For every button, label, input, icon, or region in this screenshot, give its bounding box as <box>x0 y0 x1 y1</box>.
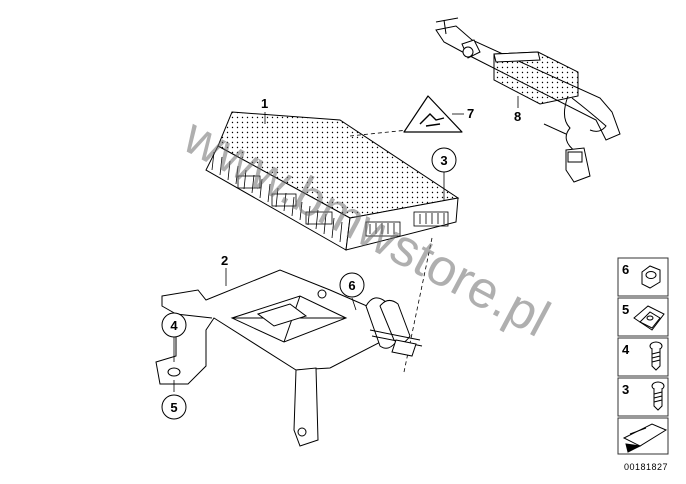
callouts <box>173 96 519 392</box>
callout-5: 5 <box>170 400 177 415</box>
callout-8: 8 <box>514 109 521 124</box>
mounting-bracket[interactable] <box>155 269 393 447</box>
legend-label-3: 3 <box>622 382 629 397</box>
legend-label-5: 5 <box>622 302 629 317</box>
callout-3: 3 <box>440 153 447 168</box>
arrow-plate-icon <box>622 423 668 453</box>
legend-label-4: 4 <box>622 342 630 357</box>
assembly-line <box>349 129 409 137</box>
callout-3-circle <box>431 147 457 173</box>
drawing-number: 00181827 <box>624 462 668 472</box>
cable-clip[interactable] <box>365 297 423 357</box>
callout-7: 7 <box>467 106 474 121</box>
callout-4: 4 <box>170 318 178 333</box>
antenna-amplifier[interactable] <box>435 17 621 183</box>
legend-label-6: 6 <box>622 262 629 277</box>
callout-6: 6 <box>348 278 355 293</box>
callout-6-circle <box>339 272 365 298</box>
control-unit[interactable] <box>205 111 460 251</box>
callout-2: 2 <box>221 253 228 268</box>
callout-1: 1 <box>261 96 268 111</box>
screw-icon[interactable] <box>651 381 665 411</box>
callout-4-circle <box>161 312 187 338</box>
nut-icon[interactable] <box>641 265 661 289</box>
warning-label-7[interactable] <box>403 95 463 133</box>
screw-icon[interactable] <box>649 341 663 371</box>
callout-5-circle <box>161 394 187 420</box>
clip-nut-icon[interactable] <box>633 305 665 331</box>
